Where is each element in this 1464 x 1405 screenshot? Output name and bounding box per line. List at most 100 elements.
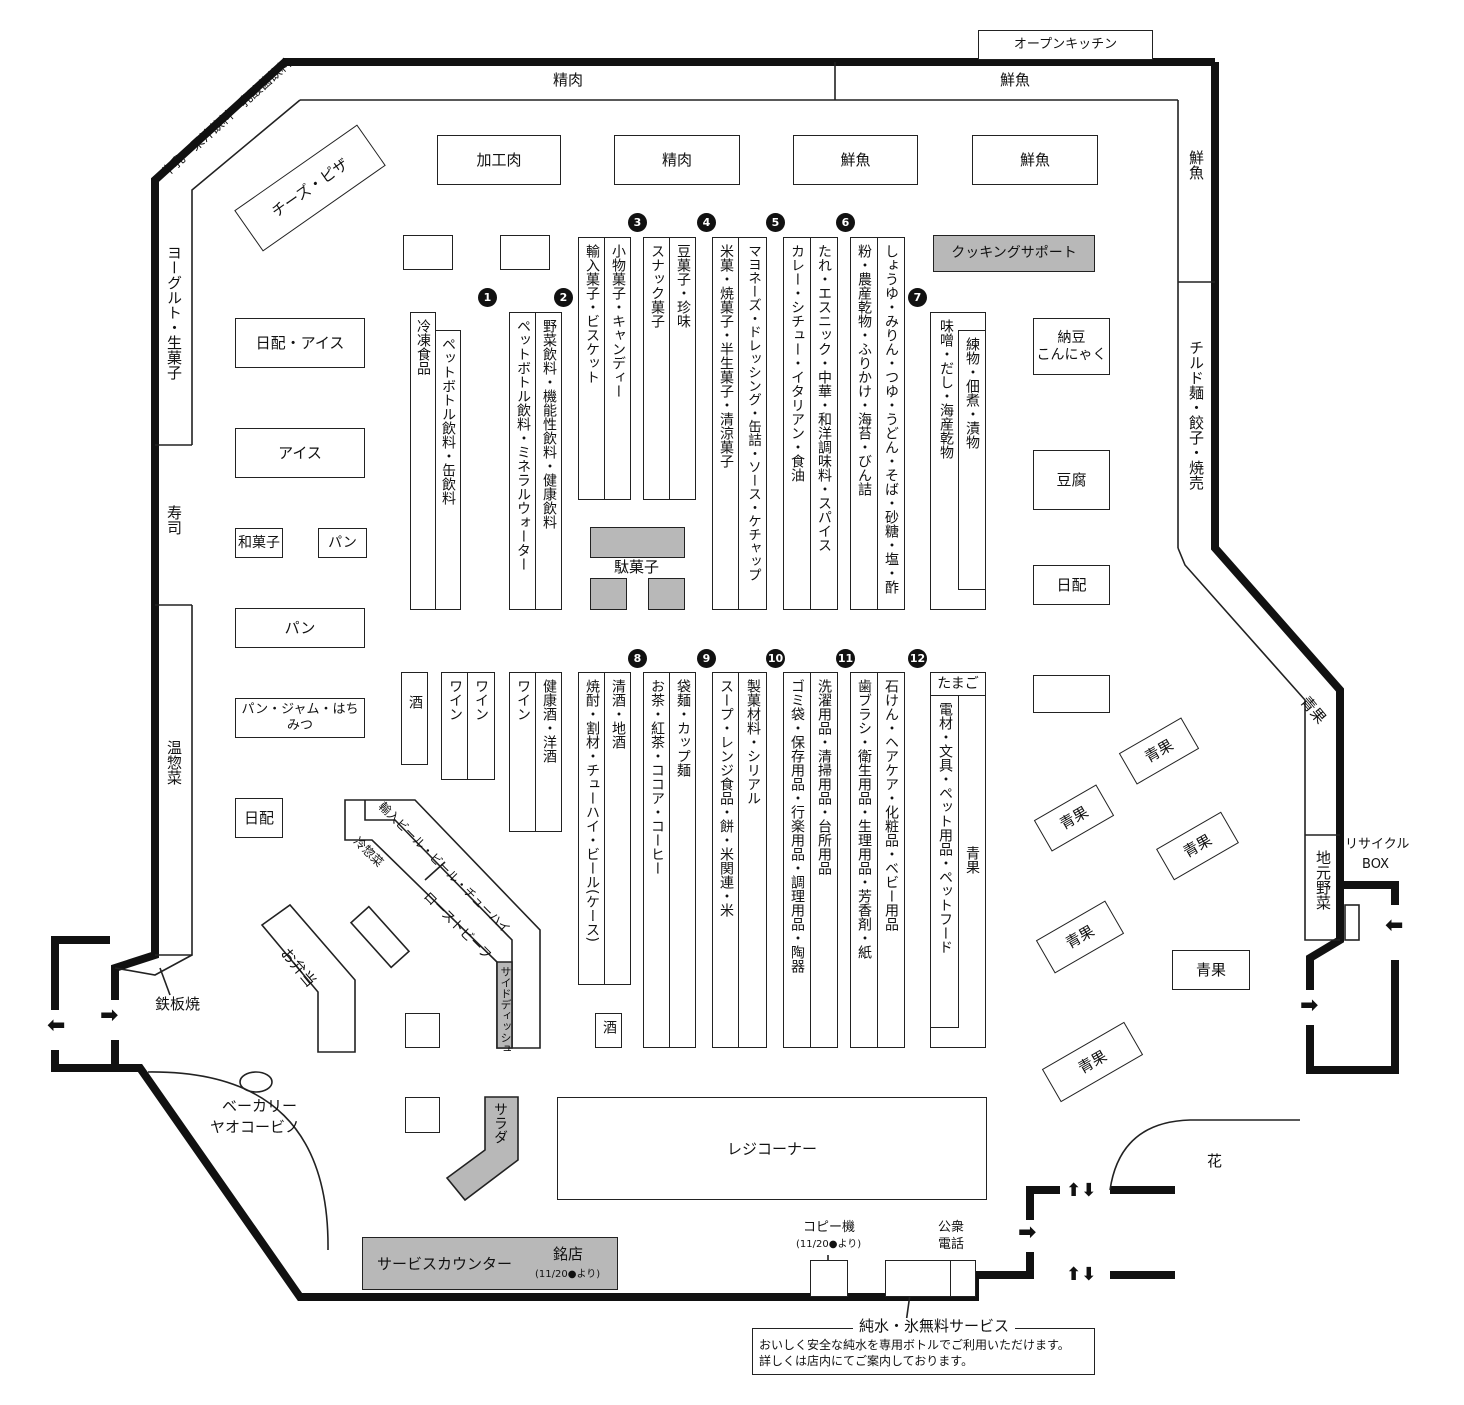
dagashi-shelf-3 [648, 578, 685, 610]
aisle-number-5: 5 [766, 213, 785, 232]
entrance-arrow-bottom-1: ➡ [1018, 1220, 1037, 1245]
yogurt-label: ヨーグルト・生菓子 [165, 245, 183, 380]
aisle-number-11: 11 [836, 649, 855, 668]
small-case-3 [405, 1013, 440, 1048]
shelf-nerimono: 練物・佃煮・漬物 [958, 330, 986, 590]
meiten-label: 銘店 [553, 1245, 584, 1263]
shelf-seishu: 清酒・地酒 [604, 672, 631, 985]
small-case-2 [500, 235, 550, 270]
recycle-box-label: BOX [1362, 857, 1389, 872]
entrance-arrow-left-1: ⬅ [47, 1013, 66, 1038]
shelf-toothbrush: 歯ブラシ・衛生用品・生理用品・芳香剤・紙 [850, 672, 878, 1048]
shelf-snack: スナック菓子 [643, 237, 670, 500]
aisle-number-2: 2 [554, 288, 573, 307]
bread-case-1: パン [318, 528, 367, 558]
water-service-title: 純水・氷無料サービス [853, 1318, 1016, 1335]
register-corner: レジコーナー [557, 1097, 987, 1200]
aisle-number-10: 10 [766, 649, 785, 668]
service-counter: サービスカウンター 銘店 (11/20●より) [362, 1237, 618, 1290]
aisle-number-4: 4 [697, 213, 716, 232]
bread-jam-case: パン・ジャム・はちみつ [235, 698, 365, 738]
aisle-number-9: 9 [697, 649, 716, 668]
sushi-label: 寿司 [165, 505, 183, 535]
shelf-soap: 石けん・ヘアケア・化粧品・ベビー用品 [877, 672, 905, 1048]
shelf-garbage: ゴミ袋・保存用品・行楽用品・調理用品・陶器 [783, 672, 811, 1048]
aisle-number-7: 7 [908, 288, 927, 307]
shelf-sake-2: 酒 [595, 1013, 622, 1048]
shelf-soy: しょうゆ・みりん・つゆ・うどん・そば・砂糖・塩・酢 [877, 237, 905, 610]
phone-label-1: 公衆 [938, 1220, 965, 1235]
shelf-sake-1: 酒 [401, 672, 428, 765]
shelf-stationery: 電材・文具・ペット用品・ペットフード [930, 695, 959, 1028]
entrance-arrow-right-1: ➡ [1300, 993, 1319, 1018]
public-phone [950, 1260, 976, 1297]
shelf-beans: 豆菓子・珍味 [669, 237, 696, 500]
entrance-arrow-left-2: ➡ [100, 1003, 119, 1028]
aisle-number-1: 1 [478, 288, 497, 307]
phone-label-2: 電話 [938, 1237, 965, 1252]
shelf-miso: 味噌・だし・海産乾物 [930, 312, 959, 610]
natto-case: 納豆 こんにゃく [1033, 318, 1110, 375]
wagashi-case: 和菓子 [235, 528, 283, 558]
copy-machine-label: コピー機 [803, 1220, 856, 1235]
daily-ice-case: 日配・アイス [235, 318, 365, 368]
chilled-noodles-label: チルド麺・餃子・焼売 [1187, 340, 1205, 490]
shelf-rice-crackers: 米菓・焼菓子・半生菓子・清涼菓子 [712, 237, 739, 610]
bakery-logo [239, 1071, 273, 1093]
fish-counter-2: 鮮魚 [972, 135, 1098, 185]
side-dish-label: サイドディッシュ [499, 966, 512, 1054]
shelf-noodles: 袋麺・カップ麺 [669, 672, 696, 1048]
shelf-wine-2: ワイン [467, 672, 495, 780]
local-veg-label: 地元野菜 [1314, 850, 1332, 910]
bakery-label: ベーカリー [222, 1097, 298, 1115]
shelf-import-biscuit: 輸入菓子・ビスケット [578, 237, 605, 500]
shelf-pet-mineral: ペットボトル飲料・ミネラルウォーター [509, 312, 536, 610]
shelf-frozen: 冷凍食品 [410, 312, 436, 610]
daily-case: 日配 [235, 798, 283, 838]
shelf-mayo: マヨネーズ・ドレッシング・缶詰・ソース・ケチャップ [738, 237, 767, 610]
daily-case-right: 日配 [1033, 565, 1110, 605]
copy-machine-date: (11/20●より) [796, 1239, 862, 1250]
shelf-wine-3: ワイン [509, 672, 536, 832]
meiten-date: (11/20●より) [535, 1269, 601, 1280]
water-service-machine [885, 1260, 951, 1297]
shelf-wine-1: ワイン [441, 672, 469, 780]
produce-table-5: 青果 [1172, 950, 1250, 990]
teppan-label: 鉄板焼 [155, 995, 201, 1013]
empty-case-right [1033, 675, 1110, 713]
fish-wall-label: 鮮魚 [1000, 71, 1031, 89]
ice-case: アイス [235, 428, 365, 478]
cooking-support: クッキングサポート [933, 235, 1095, 272]
dagashi-shelf-2 [590, 578, 627, 610]
shelf-curry: カレー・シチュー・イタリアン・食油 [783, 237, 811, 610]
bread-case-2: パン [235, 608, 365, 648]
small-case-4 [405, 1097, 440, 1133]
fish-counter-1: 鮮魚 [793, 135, 918, 185]
small-case-1 [403, 235, 453, 270]
bakery-name: ヤオコービノ [210, 1118, 301, 1136]
shelf-health-liquor: 健康酒・洋酒 [535, 672, 562, 832]
shelf-produce: 青果 [958, 695, 986, 1048]
shelf-pet-can: ペットボトル飲料・缶飲料 [435, 330, 461, 610]
recycle-label: リサイクル [1345, 837, 1410, 852]
shelf-soup: スープ・レンジ食品・餅・米関連・米 [712, 672, 739, 1048]
shelf-flour: 粉・農産乾物・ふりかけ・海苔・びん詰 [850, 237, 878, 610]
right-fish-label: 鮮魚 [1187, 150, 1205, 180]
dagashi-label: 駄菓子 [614, 558, 660, 576]
dagashi-shelf [590, 527, 685, 558]
flowers-label: 花 [1207, 1152, 1223, 1170]
shelf-sauce: たれ・エスニック・中華・和洋調味料・スパイス [810, 237, 838, 610]
meat-wall-label: 精肉 [553, 71, 584, 89]
eggs-shelf: たまご [930, 672, 986, 696]
salad-label: サラダ [492, 1102, 508, 1144]
water-service-line2: 詳しくは店内にてご案内しております。 [759, 1354, 974, 1368]
shelf-candy: 小物菓子・キャンディー [604, 237, 631, 500]
aisle-number-8: 8 [628, 649, 647, 668]
tofu-case: 豆腐 [1033, 450, 1110, 510]
shelf-veg-drinks: 野菜飲料・機能性飲料・健康飲料 [535, 312, 562, 610]
aisle-number-3: 3 [628, 213, 647, 232]
aisle-number-12: 12 [908, 649, 927, 668]
entrance-arrow-right-2: ⬅ [1385, 913, 1404, 938]
